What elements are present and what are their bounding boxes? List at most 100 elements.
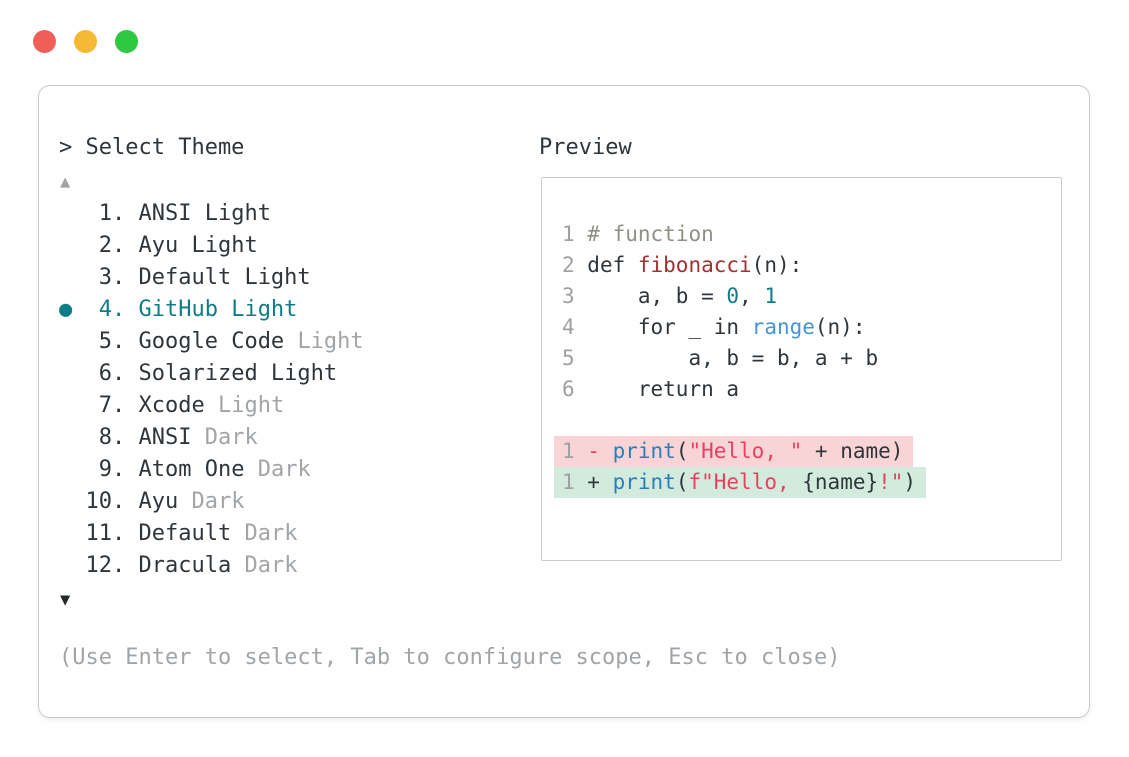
theme-option-number: 10. [85,489,139,514]
theme-option-number: 8. [85,425,139,450]
code-token: ) [903,470,917,494]
code-token: a, b = b, a + b [587,346,879,370]
theme-option-label: Solarized Light [138,361,338,386]
line-number: 6 [562,377,588,401]
theme-option-label: Xcode [138,393,205,418]
keyboard-hint: (Use Enter to select, Tab to configure s… [59,645,841,670]
theme-list: 1. ANSI Light 2. Ayu Light 3. Default Li… [59,198,364,582]
zoom-window-icon[interactable] [115,30,138,53]
theme-option-number: 1. [85,201,139,226]
theme-option-ayu-light[interactable]: 2. Ayu Light [59,230,364,262]
theme-option-default-light[interactable]: 3. Default Light [59,262,364,294]
bullet-placeholder [59,425,86,450]
code-token: ( [675,439,689,463]
line-number: 1 [562,470,588,494]
code-token: {name} [802,470,879,494]
theme-option-variant-label: Dark [244,553,298,578]
theme-option-label: GitHub Light [138,297,298,322]
code-token: + name) [802,439,904,463]
code-token: (n): [814,315,866,339]
theme-option-label: Google Code [138,329,285,354]
line-number: 4 [562,315,588,339]
theme-option-variant-label: Light [297,329,364,354]
bullet-placeholder [59,521,86,546]
theme-option-default[interactable]: 11. Default Dark [59,518,364,550]
code-line [562,405,926,436]
code-line: 1 # function [562,219,926,250]
diff-highlight: 1 - print("Hello, " + name) [554,436,914,467]
code-token: f"Hello, [688,470,803,494]
theme-option-variant-label: Dark [244,521,298,546]
code-line: 3 a, b = 0, 1 [562,281,926,312]
line-number: 1 [562,439,588,463]
theme-option-number: 5. [85,329,139,354]
theme-option-number: 4. [85,297,139,322]
theme-option-ayu[interactable]: 10. Ayu Dark [59,486,364,518]
minimize-window-icon[interactable] [74,30,97,53]
diff-line-added: 1 + print(f"Hello, {name}!") [554,467,927,498]
theme-option-ansi[interactable]: 8. ANSI Dark [59,422,364,454]
theme-option-variant-label: Dark [204,425,258,450]
window-controls [33,30,138,53]
code-token: range [751,315,815,339]
theme-option-label: ANSI [138,425,192,450]
theme-option-number: 2. [85,233,139,258]
bullet-placeholder [59,393,86,418]
theme-option-number: 7. [85,393,139,418]
theme-option-ansi-light[interactable]: 1. ANSI Light [59,198,364,230]
bullet-placeholder [59,201,86,226]
code-token: 0 [726,284,740,308]
theme-option-label: Atom One [138,457,245,482]
dialog-title: > Select Theme [59,135,245,160]
theme-option-label: Default [138,521,232,546]
bullet-placeholder [59,361,86,386]
theme-option-number: 3. [85,265,139,290]
code-token: def [587,253,638,277]
line-number: 1 [562,222,588,246]
bullet-placeholder [59,457,86,482]
code-token: ( [675,470,689,494]
theme-option-dracula[interactable]: 12. Dracula Dark [59,550,364,582]
scroll-up-indicator-icon[interactable]: ▲ [60,172,71,192]
diff-line-removed: 1 - print("Hello, " + name) [554,436,926,467]
code-token: a, b = [587,284,727,308]
line-number: 2 [562,253,588,277]
code-token: + [587,470,613,494]
theme-option-variant-label: Light [217,393,285,418]
theme-option-number: 6. [85,361,139,386]
selected-bullet-icon: ● [59,297,86,322]
code-line: 5 a, b = b, a + b [562,343,926,374]
theme-option-variant-label: Dark [191,489,245,514]
code-token: print [612,470,676,494]
theme-option-solarized-light[interactable]: 6. Solarized Light [59,358,364,390]
close-window-icon[interactable] [33,30,56,53]
scroll-down-indicator-icon[interactable]: ▼ [60,590,71,610]
theme-option-label: Default Light [138,265,311,290]
theme-option-google-code[interactable]: 5. Google Code Light [59,326,364,358]
theme-option-label: ANSI Light [138,201,271,226]
bullet-placeholder [59,233,86,258]
theme-option-atom-one[interactable]: 9. Atom One Dark [59,454,364,486]
theme-option-xcode[interactable]: 7. Xcode Light [59,390,364,422]
code-token: for _ in [587,315,752,339]
theme-option-variant-label: Dark [257,457,311,482]
code-token: !" [878,470,904,494]
code-token: 1 [764,284,777,308]
code-token: fibonacci [637,253,752,277]
theme-option-number: 11. [85,521,139,546]
code-token: - [587,439,613,463]
theme-selector-dialog: > Select Theme ▲ 1. ANSI Light 2. Ayu Li… [38,85,1090,718]
bullet-placeholder [59,265,86,290]
bullet-placeholder [59,553,86,578]
preview-heading: Preview [539,135,632,160]
code-token: return a [587,377,740,401]
theme-option-github-light[interactable]: ● 4. GitHub Light [59,294,364,326]
theme-option-number: 9. [85,457,139,482]
code-token: (n): [751,253,803,277]
code-line: 6 return a [562,374,926,405]
line-number: 5 [562,346,588,370]
code-token: # function [587,222,714,246]
